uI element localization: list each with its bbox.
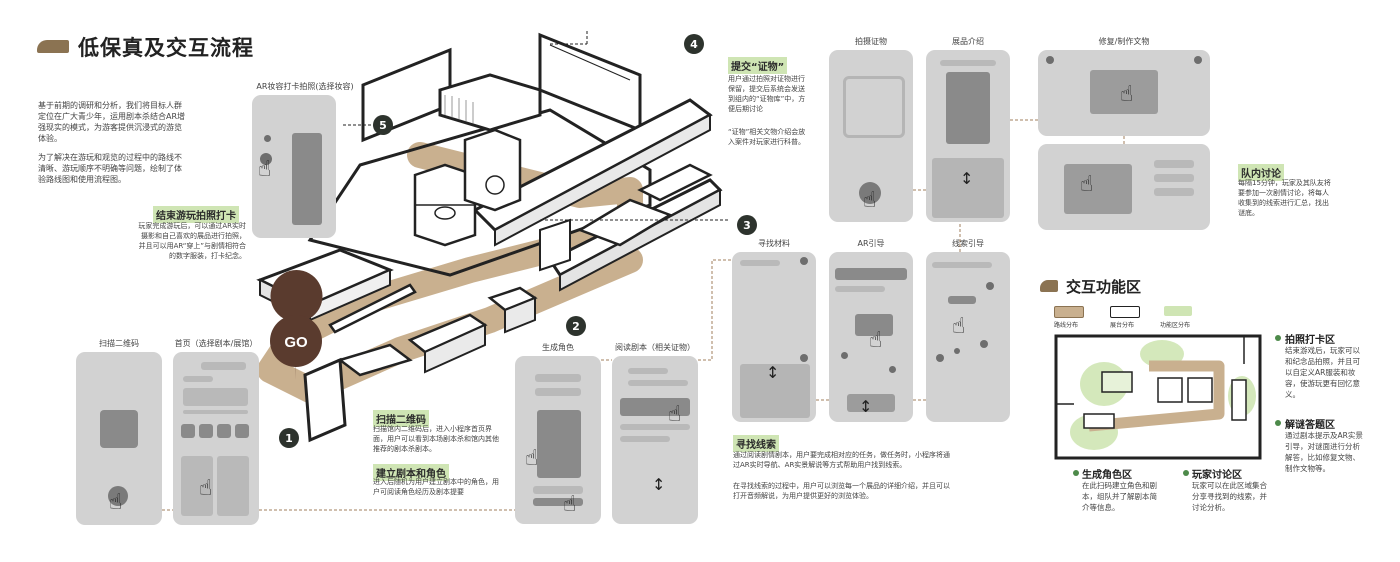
discuss-zone-text: 玩家可以在此区域集合分享寻找到的线索，并讨论分析。 <box>1192 481 1267 512</box>
clue-text-1: 通过阅读剧情剧本，用户要完成相对应的任务，做任务时，小程序将通过AR实时导航、A… <box>733 451 950 469</box>
page-title: 低保真及交互流程 <box>78 36 254 60</box>
zone-title: 交互功能区 <box>1066 278 1142 296</box>
legend-stand-label: 展台分布 <box>1110 322 1135 329</box>
scroll-arrow-icon: ↕ <box>766 363 780 382</box>
showcase-top <box>438 73 542 132</box>
tap-hand-icon: ☝ <box>258 157 272 182</box>
legend-zone-label: 功能区分布 <box>1160 322 1191 329</box>
qr-screen[interactable]: ☝ <box>76 352 162 525</box>
puzzle-zone-dot <box>1275 420 1281 426</box>
puzzle-zone-text: 通过剧本提示及AR实景引导，对谜面进行分析解答，比如修复文物、制作文物等。 <box>1285 431 1363 473</box>
legend-zone-swatch <box>1164 306 1192 316</box>
team-tag: 队内讨论 <box>1238 162 1284 181</box>
team-text: 每隔15分钟，玩家及其队友将要参加一次剧情讨论，将每人收集到的线索进行汇总，找出… <box>1238 179 1331 217</box>
tap-hand-icon: ☝ <box>563 492 577 517</box>
role-tag: 建立剧本和角色 <box>373 462 449 481</box>
evidence-screen[interactable]: ☝ <box>829 50 913 222</box>
role-screen[interactable]: ☝ ☝ <box>515 356 601 524</box>
tap-hand-icon: ☝ <box>952 314 966 339</box>
home-screen[interactable]: ☝ <box>173 352 259 525</box>
tap-hand-icon: ☝ <box>869 328 883 353</box>
exhibit-label: 展品介绍 <box>952 37 984 46</box>
legend-route-label: 路线分布 <box>1054 322 1079 329</box>
viewfinder <box>843 76 905 138</box>
role-zone-title: 生成角色区 <box>1082 470 1132 481</box>
legend-route-swatch <box>1054 306 1084 318</box>
discuss-zone-title: 玩家讨论区 <box>1192 470 1242 481</box>
ar-photo-label: AR妆容打卡拍照(选择妆容) <box>256 82 354 91</box>
zone-title-accent <box>1040 280 1058 292</box>
role-screen-label: 生成角色 <box>542 343 574 352</box>
submit-tag: 提交“证物” <box>728 55 788 74</box>
step-4-badge: 4 <box>684 34 704 54</box>
swipe-hand-icon: ☝ <box>525 446 539 471</box>
intro-paragraph-2: 为了解决在游玩和观览的过程中的路线不清晰、游玩顺序不明确等问题，绘制了体验路线图… <box>38 153 182 184</box>
intro-paragraph-1: 基于前期的调研和分析，我们将目标人群定位在广大青少年，运用剧本杀结合AR增强现实… <box>38 101 186 143</box>
front-wall <box>303 357 347 443</box>
tap-hand-icon: ☝ <box>668 402 682 427</box>
tap-hand-icon: ☝ <box>863 188 877 213</box>
puzzle-zone-title: 解谜答题区 <box>1285 420 1335 431</box>
tap-hand-icon: ☝ <box>199 476 213 501</box>
line-guide-label: 线索引导 <box>952 239 984 248</box>
repair-screen-2[interactable]: ☝ <box>1038 144 1210 230</box>
tap-hand-icon: ☝ <box>109 490 123 515</box>
scroll-arrow-icon: ↕ <box>960 169 974 188</box>
role-zone-dot <box>1073 470 1079 476</box>
role-zone-text: 在此扫码建立角色和剧本，组队并了解剧本简介等信息。 <box>1082 481 1157 512</box>
scroll-arrow-icon: ↕ <box>652 475 666 494</box>
repair-label: 修复/制作文物 <box>1098 37 1150 46</box>
scroll-arrow-icon: ↕ <box>859 397 873 416</box>
scan-tag: 扫描二维码 <box>373 408 429 427</box>
ar-guide-screen[interactable]: ☝ ↕ <box>829 252 913 422</box>
legend-stand-swatch <box>1110 306 1140 318</box>
go-label: GO <box>284 334 308 351</box>
evidence-label: 拍摄证物 <box>855 37 887 46</box>
find-screen[interactable]: ↕ <box>732 252 816 422</box>
photo-zone-text: 结束游戏后，玩家可以和纪念品拍照，并且可以自定义AR服装和妆容，使游玩更有回忆意… <box>1285 346 1360 399</box>
step-1-badge: 1 <box>279 428 299 448</box>
role-text: 进入后随机为用户建立剧本中的角色，用户可阅读角色经历及剧本提要 <box>373 478 499 496</box>
submit-text-1: 用户通过拍照对证物进行保留，提交后系统会发送到组内的“证物库”中，方便后期讨论 <box>728 75 806 113</box>
line-guide-screen[interactable]: ☝ <box>926 252 1010 422</box>
ar-guide-label: AR引导 <box>857 239 885 248</box>
clue-tag: 寻找线索 <box>733 433 779 452</box>
repair-screen-1[interactable]: ☝ <box>1038 50 1210 136</box>
home-label: 首页（选择剧本/展馆） <box>174 339 258 348</box>
read-screen[interactable]: ☝ ↕ <box>612 356 698 524</box>
tap-hand-icon: ☝ <box>1120 82 1134 107</box>
photo-zone-dot <box>1275 335 1281 341</box>
floor-outline <box>307 108 652 277</box>
floor-plan <box>1054 334 1262 460</box>
drag-hand-icon: ☝ <box>1080 172 1094 197</box>
end-photo-tag: 结束游玩拍照打卡 <box>153 204 239 223</box>
qr-label: 扫描二维码 <box>99 339 139 348</box>
end-photo-text: 玩家完成游玩后，可以通过AR实时摄影和自己喜欢的展品进行拍照，并且可以用AR“穿… <box>138 222 246 260</box>
step-2-badge: 2 <box>566 316 586 336</box>
ar-photo-screen[interactable]: ☝ <box>252 95 336 238</box>
step-5-badge: 5 <box>373 115 393 135</box>
scan-text: 扫描馆内二维码后，进入小程序首页界面，用户可以看到本场剧本杀和馆内其他推荐的剧本… <box>373 425 499 453</box>
photo-zone-title: 拍照打卡区 <box>1285 335 1335 346</box>
clue-text-2: 在寻找线索的过程中，用户可以浏览每一个展品的详细介绍，并且可以打开音频解说，为用… <box>733 482 950 500</box>
museum-map: GO <box>256 30 730 443</box>
submit-text-2: “证物”相关文物介绍会放入案件对玩家进行科普。 <box>728 128 806 146</box>
vitrine-right <box>463 128 522 212</box>
step-3-badge: 3 <box>737 215 757 235</box>
exhibit-screen[interactable]: ↕ <box>926 50 1010 222</box>
read-label: 阅读剧本（相关证物） <box>615 343 695 352</box>
title-accent-bar <box>37 40 69 53</box>
discuss-zone-dot <box>1183 470 1189 476</box>
find-label: 寻找材料 <box>758 239 790 248</box>
